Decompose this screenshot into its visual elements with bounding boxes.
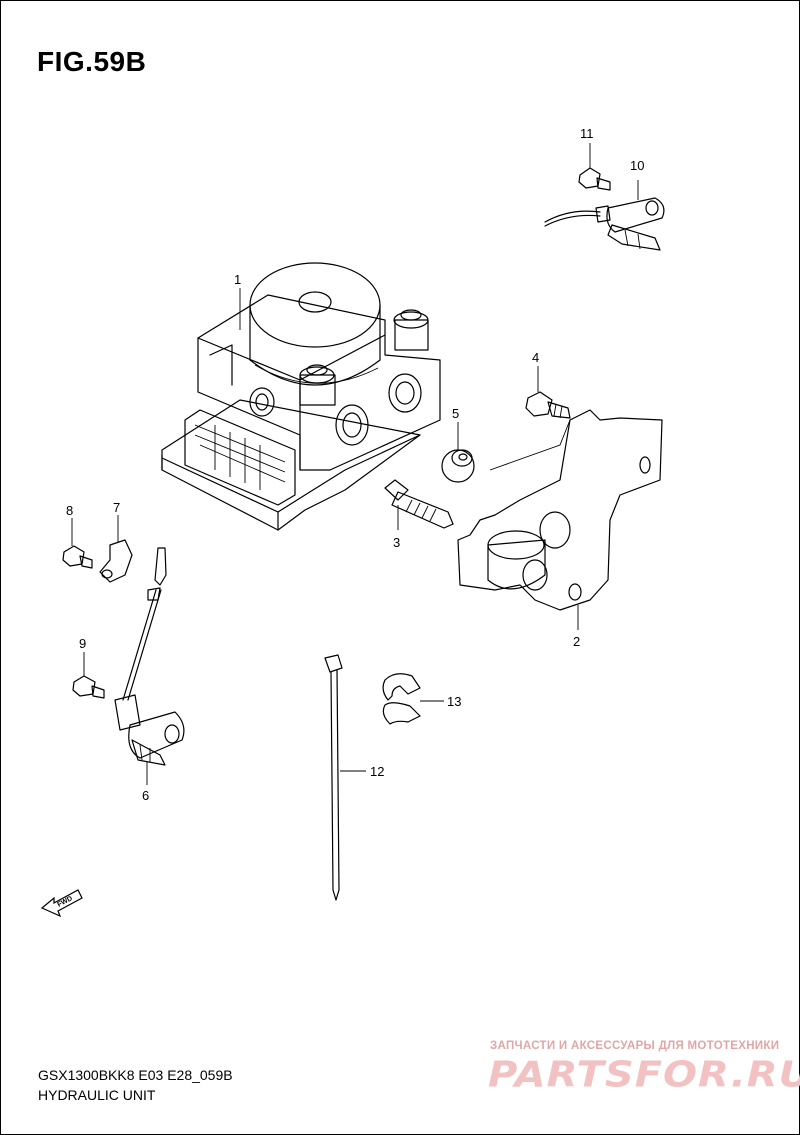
callout-4: 4 [532, 350, 539, 365]
callout-7: 7 [113, 500, 120, 515]
callout-1: 1 [234, 272, 241, 287]
bracket[interactable] [457, 409, 663, 611]
clamp-7[interactable] [99, 539, 133, 583]
callout-8: 8 [66, 503, 73, 518]
bolt-3[interactable] [384, 479, 454, 529]
speed-sensor-6[interactable] [114, 547, 185, 766]
callout-2: 2 [573, 634, 580, 649]
callout-5: 5 [452, 406, 459, 421]
speed-sensor-10[interactable] [544, 197, 665, 251]
callout-11: 11 [580, 126, 594, 141]
callout-10: 10 [630, 158, 644, 173]
bolt-11[interactable] [578, 167, 611, 191]
figure-title: FIG.59B [37, 46, 147, 77]
fitting-front [393, 309, 429, 351]
ecu-connector [184, 409, 296, 506]
figure-name: HYDRAULIC UNIT [38, 1087, 156, 1103]
watermark-tagline: ЗАПЧАСТИ И АКСЕССУАРЫ ДЛЯ МОТОТЕХНИКИ [490, 1040, 780, 1052]
callout-13: 13 [447, 694, 461, 709]
bolt-8[interactable] [62, 545, 93, 569]
callout-3: 3 [393, 535, 400, 550]
bolt-9[interactable] [72, 675, 105, 699]
callout-12: 12 [370, 764, 384, 779]
fwd-arrow-icon: FWD [40, 889, 83, 918]
callout-6: 6 [142, 788, 149, 803]
clamp-13[interactable] [382, 673, 421, 725]
grommet-5[interactable] [441, 449, 475, 483]
figure-code: GSX1300BKK8 E03 E28_059B [38, 1067, 233, 1083]
hydraulic-unit[interactable] [161, 262, 441, 531]
bolt-4[interactable] [525, 391, 571, 419]
fitting-rear [299, 364, 336, 406]
cable-tie-12[interactable] [324, 654, 343, 901]
callout-9: 9 [79, 636, 86, 651]
watermark-logo: PARTSFOR.RU [488, 1054, 800, 1096]
